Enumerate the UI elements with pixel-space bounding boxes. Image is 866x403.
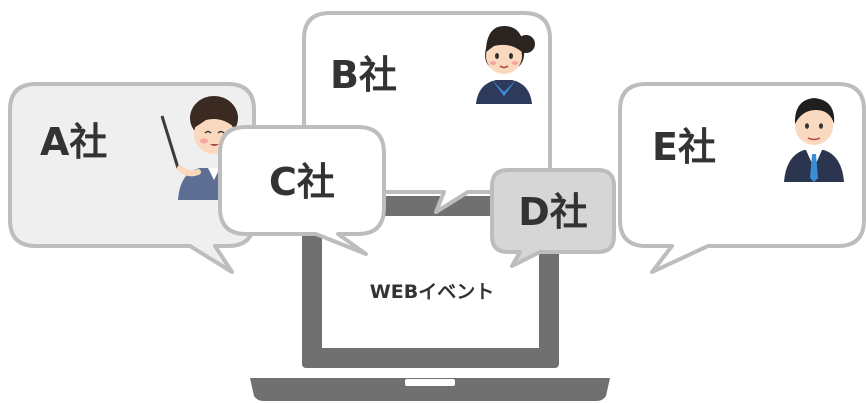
bubble-d-shape bbox=[490, 168, 616, 268]
bubble-b-label: B社 bbox=[330, 53, 397, 97]
bubble-c-label: C社 bbox=[269, 160, 335, 204]
bubble-e: E社 bbox=[618, 82, 866, 274]
bubble-d: D社 bbox=[490, 168, 616, 268]
laptop-notch bbox=[405, 379, 455, 386]
woman-with-scarf-icon bbox=[476, 26, 535, 104]
bubble-e-label: E社 bbox=[652, 125, 716, 169]
bubble-a: A社 bbox=[8, 82, 256, 274]
laptop-base bbox=[250, 378, 610, 401]
bubble-c-shape bbox=[218, 125, 386, 256]
screen-label: WEBイベント bbox=[370, 281, 494, 303]
bubble-a-label: A社 bbox=[40, 120, 107, 164]
bubble-c: C社 bbox=[218, 125, 386, 256]
man-in-suit-icon bbox=[784, 98, 844, 182]
bubble-d-label: D社 bbox=[518, 190, 588, 234]
bubble-a-shape bbox=[8, 82, 256, 274]
